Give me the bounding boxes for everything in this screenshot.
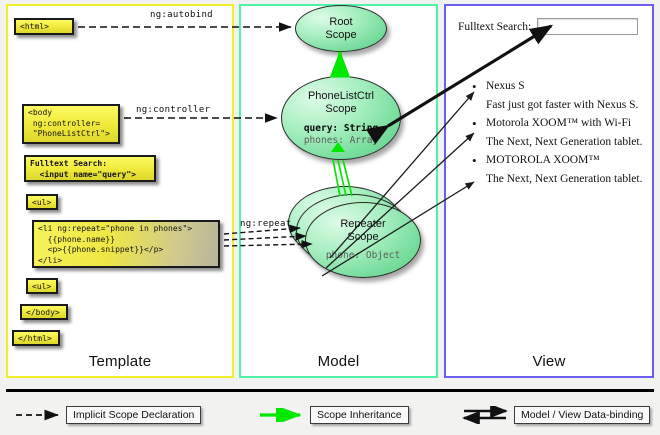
view-search-input[interactable] [537, 18, 639, 35]
phone-name: Motorola XOOM™ with Wi-Fi [472, 116, 652, 132]
ul-open-box: <ul> [26, 194, 58, 210]
li-repeat-box: <li ng:repeat="phone in phones"> {{phone… [32, 220, 220, 268]
ng-autobind-label: ng:autobind [150, 10, 213, 20]
template-column: Template [6, 4, 234, 378]
legend-data-binding-label: Model / View Data-binding [514, 406, 651, 424]
phonelistctrl-scope-title-line2: Scope [325, 102, 357, 115]
phone-name: Nexus S [472, 79, 652, 95]
legend-double-arrow-icon [462, 406, 508, 424]
legend-scope-inheritance-label: Scope Inheritance [310, 406, 409, 424]
legend-data-binding: Model / View Data-binding [462, 406, 651, 424]
phone-snippet: The Next, Next Generation tablet. [486, 136, 643, 148]
root-scope-node: Root Scope [295, 5, 387, 52]
legend-divider [6, 389, 654, 392]
legend-green-arrow-icon [260, 408, 302, 422]
body-box: <body ng:controller= "PhoneListCtrl"> [22, 104, 120, 144]
template-column-label: Template [88, 353, 152, 370]
phone-snippet: Fast just got faster with Nexus S. [486, 99, 639, 111]
repeater-prop-phone: phone: Object [325, 250, 401, 261]
list-item: Nexus S Fast just got faster with Nexus … [472, 79, 652, 111]
legend-scope-inheritance: Scope Inheritance [258, 406, 409, 424]
phone-snippet: The Next, Next Generation tablet. [486, 173, 643, 185]
repeater-scope-node: Repeater Scope phone: Object [305, 202, 421, 278]
view-column: Fulltext Search: Nexus S Fast just got f… [444, 4, 654, 378]
body-close-box: </body> [20, 304, 68, 320]
repeater-scope-title-line1: Repeater [340, 218, 386, 230]
list-item: Motorola XOOM™ with Wi-Fi The Next, Next… [472, 116, 652, 148]
phone-name: MOTOROLA XOOM™ [472, 153, 652, 169]
fulltext-search-box: Fulltext Search: <input name="query"> [24, 155, 156, 182]
phonelistctrl-scope-title-line1: PhoneListCtrl [307, 89, 375, 102]
phonelistctrl-prop-query: query: String [303, 122, 379, 134]
legend-dashed-arrow-icon [16, 409, 59, 421]
legend-implicit-scope-declaration: Implicit Scope Declaration [14, 406, 202, 424]
phonelistctrl-scope-node: PhoneListCtrl Scope query: String phones… [281, 76, 401, 160]
root-scope-title-line2: Scope [325, 28, 357, 41]
ul-close-box: <ul> [26, 278, 58, 294]
view-column-label: View [532, 353, 566, 370]
list-item: MOTOROLA XOOM™ The Next, Next Generation… [472, 153, 652, 185]
legend-implicit-scope-declaration-label: Implicit Scope Declaration [66, 406, 202, 424]
view-content: Fulltext Search: Nexus S Fast just got f… [446, 6, 652, 376]
model-column-label: Model [317, 353, 360, 370]
ng-repeat-label: ng:repeat [240, 219, 292, 229]
view-search-row: Fulltext Search: [458, 18, 639, 35]
view-phone-list: Nexus S Fast just got faster with Nexus … [472, 79, 652, 191]
phonelistctrl-prop-phones: phones: Array [303, 134, 379, 146]
root-scope-title-line1: Root [329, 15, 353, 28]
html-open-box: <html> [14, 18, 74, 35]
view-search-label: Fulltext Search: [458, 20, 532, 33]
html-close-box: </html> [12, 330, 60, 346]
repeater-scope-title-line2: Scope [347, 231, 379, 243]
ng-controller-label: ng:controller [136, 105, 211, 115]
legend: Implicit Scope Declaration Scope Inherit… [0, 398, 660, 432]
